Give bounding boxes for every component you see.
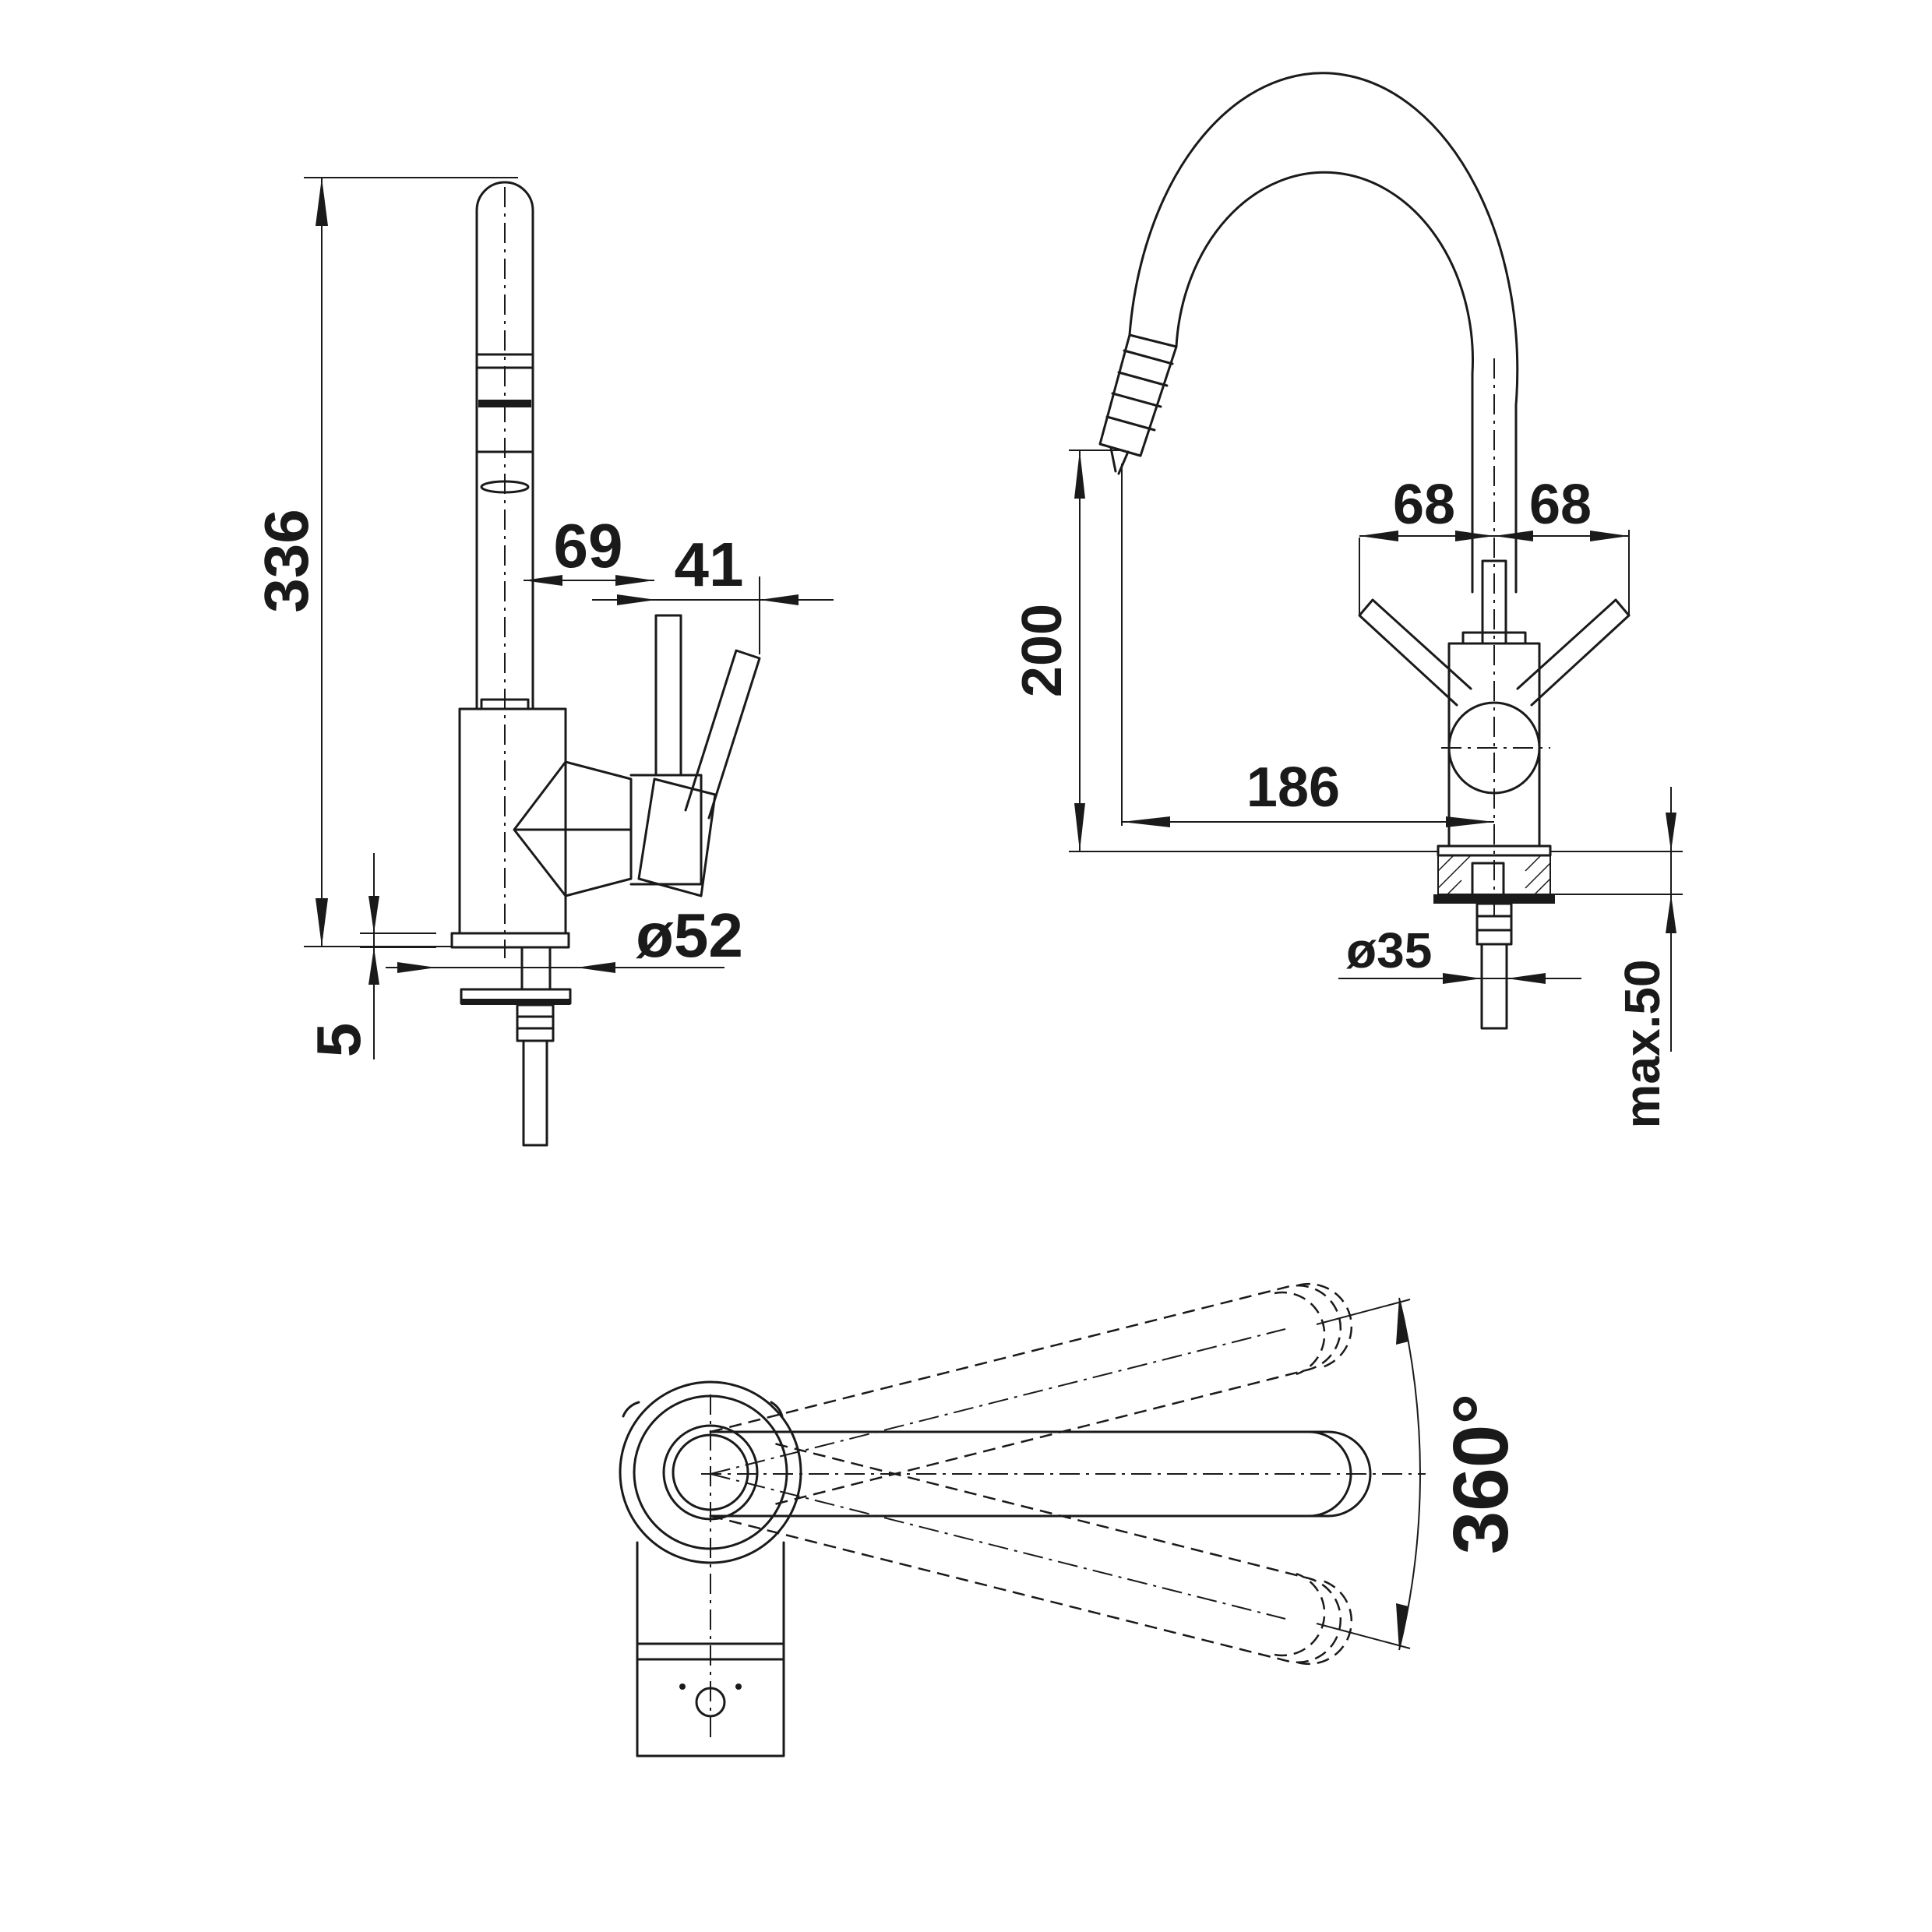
side-lever-vertical [654, 614, 682, 777]
side-aerator-band [478, 400, 531, 407]
side-cartridge [513, 760, 633, 897]
front-view: 68 68 200 186 ø35 max.50 [1011, 72, 1683, 1129]
front-lever-vertical [1481, 559, 1507, 645]
dim-rotation-360: 360° [1437, 1394, 1525, 1555]
dim-base-diameter: ø52 [636, 901, 743, 970]
side-lever-inclined [684, 649, 761, 820]
side-body [458, 707, 567, 935]
side-supply-hose [522, 1039, 548, 1147]
dim-lever-offset-41: 41 [675, 530, 744, 599]
dim-spout-offset-69: 69 [554, 511, 623, 580]
top-rotation-arc [1398, 1297, 1421, 1651]
front-lever-right [1516, 598, 1631, 707]
dim-spout-reach-186: 186 [1246, 756, 1340, 819]
top-view: 360° [619, 1282, 1525, 1757]
dim-height-336: 336 [252, 509, 321, 612]
front-lever-left [1358, 598, 1472, 707]
side-spout-outline [475, 181, 534, 710]
dim-base-thickness-5: 5 [304, 1023, 373, 1058]
front-spout-inner [1175, 171, 1474, 594]
front-spout-outer [1128, 72, 1519, 594]
dim-lever-right-68: 68 [1529, 474, 1592, 536]
dim-lever-left-68: 68 [1393, 474, 1455, 536]
dim-spout-height-200: 200 [1011, 604, 1074, 697]
top-spout-main [709, 1430, 1372, 1518]
top-spout-rotated-down [710, 1441, 1342, 1664]
top-base-outer [619, 1380, 802, 1564]
side-lever-block [637, 777, 717, 897]
top-spout-rotated-up [710, 1284, 1342, 1507]
dim-max-deck-50: max.50 [1614, 959, 1670, 1128]
front-shank [1480, 943, 1508, 1030]
dim-shank-diameter: ø35 [1346, 922, 1432, 978]
side-view: 336 69 41 ø52 5 [252, 177, 834, 1147]
front-spray-head [1098, 333, 1178, 457]
